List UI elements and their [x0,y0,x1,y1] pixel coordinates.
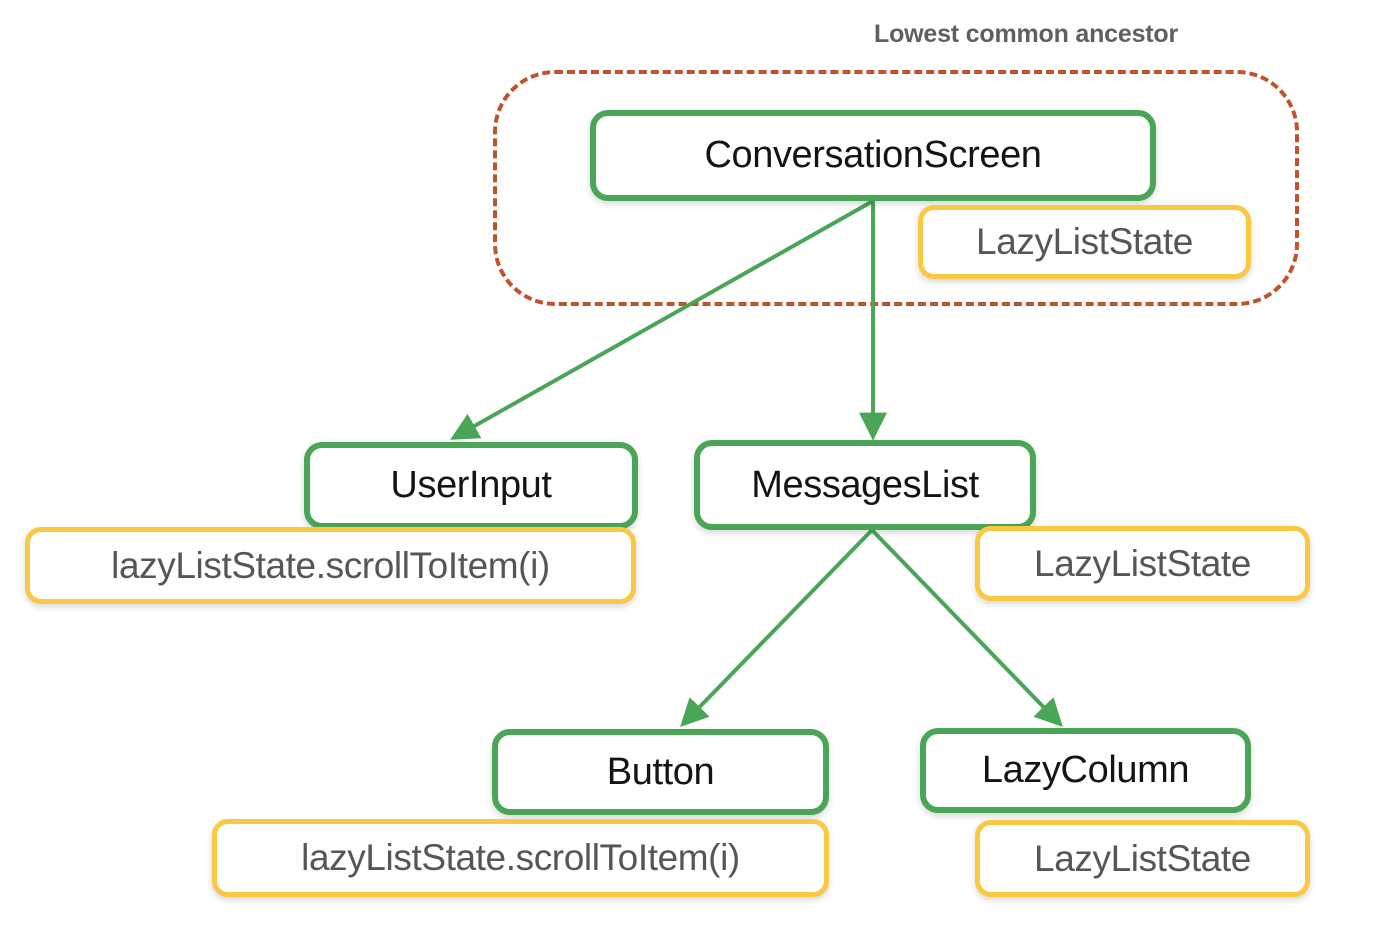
state-button-label: lazyListState.scrollToItem(i) [301,837,740,878]
node-button[interactable]: Button [492,729,829,815]
edge-messageslist-to-button [680,528,874,728]
state-button-scrolltoitem[interactable]: lazyListState.scrollToItem(i) [212,819,829,897]
node-messages-list-label: MessagesList [751,463,979,506]
node-lazy-column-label: LazyColumn [981,749,1190,791]
node-user-input-label: UserInput [390,464,552,506]
state-user-input-scrolltoitem[interactable]: lazyListState.scrollToItem(i) [25,527,636,604]
state-conversation-screen-lazyliststate[interactable]: LazyListState [918,205,1251,279]
lowest-common-ancestor-region [493,70,1299,306]
lowest-common-ancestor-label: Lowest common ancestor [874,20,1178,48]
node-lazy-column[interactable]: LazyColumn [920,728,1251,813]
state-conversation-screen-label: LazyListState [976,221,1193,262]
node-conversation-screen[interactable]: ConversationScreen [590,110,1156,201]
node-conversation-screen-label: ConversationScreen [704,134,1042,176]
node-messages-list[interactable]: MessagesList [694,440,1036,530]
state-user-input-label: lazyListState.scrollToItem(i) [111,544,550,586]
node-user-input[interactable]: UserInput [304,442,638,529]
state-messages-list-lazyliststate[interactable]: LazyListState [975,526,1310,601]
state-lazy-column-lazyliststate[interactable]: LazyListState [975,820,1310,897]
state-lazy-column-label: LazyListState [1034,837,1251,879]
state-messages-list-label: LazyListState [1034,542,1251,584]
node-button-label: Button [606,750,715,793]
